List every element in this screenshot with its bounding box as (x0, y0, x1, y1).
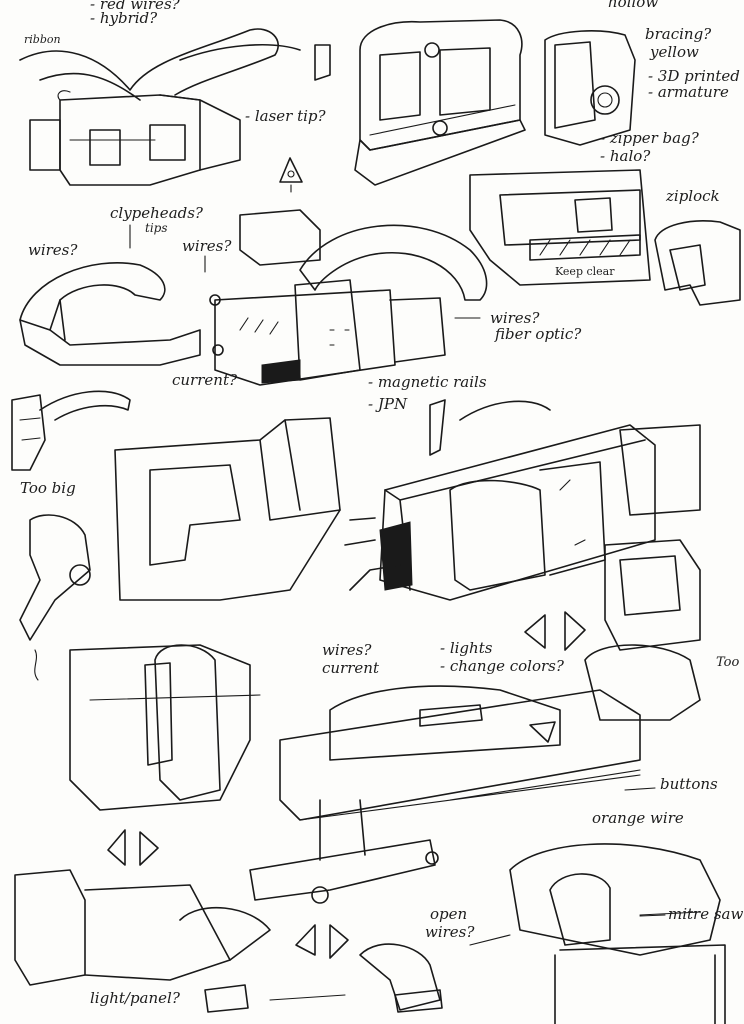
sketch-angular-block (114, 417, 341, 601)
annotation-arrows (129, 224, 666, 946)
note-wires-fiber: wires? (490, 309, 540, 327)
sketch-bottom-clip (269, 943, 443, 1013)
note-too-big-1: Too big (20, 479, 76, 497)
note-mitre-saw: mitre saw (668, 905, 744, 923)
sketch-too-big-claw (11, 390, 131, 471)
sketch-keep-clear-box (469, 169, 651, 286)
sketch-left-horseshoe (19, 261, 201, 366)
sketch-rail-device (344, 399, 656, 601)
note-3d-printed: - 3D printed (648, 67, 740, 85)
note-orange-wire: orange wire (592, 809, 684, 827)
note-wires-1: wires? (28, 241, 78, 259)
note-hybrid: - hybrid? (90, 9, 158, 27)
sketch-antler-device (19, 28, 331, 186)
note-change-colors: - change colors? (440, 657, 564, 675)
sketch-right-cubes (584, 424, 701, 721)
note-wires-2: wires? (182, 237, 232, 255)
note-wires-current: wires? (322, 641, 372, 659)
note-yellow: yellow (650, 43, 699, 61)
note-hollow: hollow (608, 0, 659, 11)
note-magnetic-rails: - magnetic rails (368, 373, 487, 391)
note-fiber-optic: fiber optic? (495, 325, 582, 343)
sketch-arrow-icons (107, 611, 586, 959)
note-open-wires: wires? (425, 923, 475, 941)
note-laser-tip: - laser tip? (245, 107, 326, 125)
note-jpn: - JPN (368, 395, 408, 413)
note-lights: - lights (440, 639, 493, 657)
note-tips: tips (145, 221, 168, 235)
note-current-2: current (322, 659, 379, 677)
note-armature: - armature (648, 83, 729, 101)
note-current-1: current? (172, 371, 238, 389)
sketch-bottom-left-gadget (14, 869, 271, 1013)
sketch-lower-left-block (69, 644, 261, 811)
note-light-panel: light/panel? (90, 989, 180, 1007)
sketch-ring-device (19, 514, 91, 681)
note-ziplock: ziplock (666, 187, 720, 205)
sketch-button-device (249, 685, 641, 904)
note-clypeheads: clypeheads? (110, 204, 203, 222)
sketch-ziplock-clip (654, 220, 741, 306)
note-keep-clear: Keep clear (555, 265, 615, 278)
note-zipper-bag: - zipper bag? (600, 129, 699, 147)
sketch-central-cuff (209, 209, 488, 386)
note-too-big-2: Too big (716, 655, 744, 670)
note-bracing: bracing? (645, 25, 712, 43)
note-halo: - halo? (600, 147, 651, 165)
note-buttons: buttons (660, 775, 718, 793)
sketch-bracing-piece (544, 30, 636, 146)
note-red-wires: - red wires? (90, 0, 180, 13)
note-ribbon: ribbon (24, 33, 61, 46)
sketch-box-device (354, 19, 526, 186)
note-open: open (430, 905, 468, 923)
sketch-mitre-saw (509, 843, 726, 1024)
sketch-laser-triangle (279, 157, 303, 193)
